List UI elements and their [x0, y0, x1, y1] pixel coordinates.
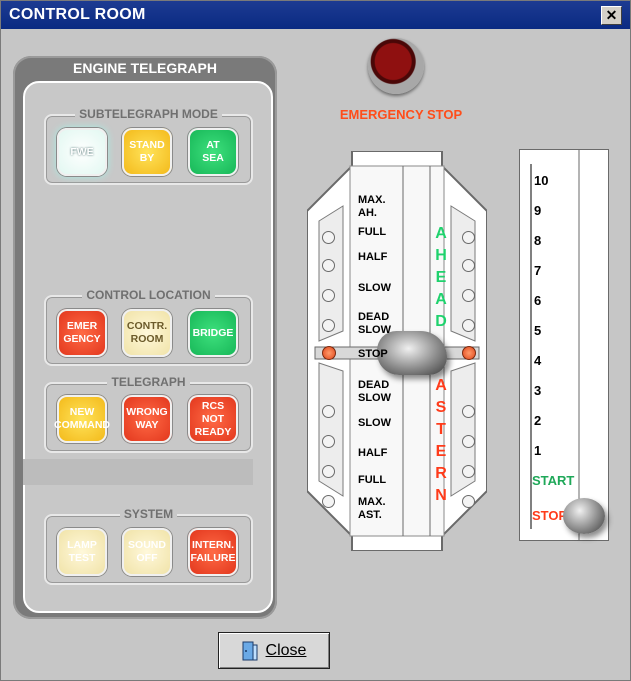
speed-tick-1: 1	[534, 443, 542, 458]
indicator-lamp-icon	[322, 465, 335, 478]
title-bar: CONTROL ROOM ✕	[1, 1, 630, 29]
telegraph-group: TELEGRAPH	[44, 375, 253, 453]
stop-lamp-icon	[462, 346, 476, 360]
speed-tick-9: 9	[534, 203, 542, 218]
tele-label-slow-ahead: SLOW	[358, 282, 391, 294]
control-location-label: CONTROL LOCATION	[82, 288, 215, 302]
tele-label-max-ahead: MAX.AH.	[358, 194, 386, 219]
bridge-button[interactable]: BRIDGE	[188, 309, 238, 357]
tele-label-stop: STOP	[358, 348, 388, 360]
close-button[interactable]: Close	[218, 632, 330, 669]
telegraph-lever[interactable]	[307, 151, 487, 551]
subtelegraph-mode-label: SUBTELEGRAPH MODE	[75, 107, 222, 121]
indicator-lamp-icon	[322, 495, 335, 508]
speed-tick-10: 10	[534, 173, 549, 188]
speed-tick-5: 5	[534, 323, 542, 338]
speed-tick-8: 8	[534, 233, 542, 248]
speed-scale	[519, 149, 609, 541]
control-location-group: CONTROL LOCATION	[44, 288, 253, 366]
speed-tick-4: 4	[534, 353, 542, 368]
window-title: CONTROL ROOM	[9, 6, 146, 23]
door-icon	[242, 641, 258, 660]
speed-tick-6: 6	[534, 293, 542, 308]
indicator-lamp-icon	[462, 319, 475, 332]
indicator-lamp-icon	[462, 465, 475, 478]
knob-icon[interactable]	[377, 331, 447, 375]
indicator-lamp-icon	[322, 435, 335, 448]
indicator-lamp-icon	[322, 289, 335, 302]
indicator-lamp-icon	[322, 259, 335, 272]
indicator-lamp-icon	[462, 231, 475, 244]
indicator-lamp-icon	[462, 405, 475, 418]
control-room-button[interactable]: CONTR.ROOM	[122, 309, 172, 357]
speed-stop-label: STOP	[532, 508, 568, 523]
indicator-lamp-icon	[462, 259, 475, 272]
tele-label-half-ahead: HALF	[358, 251, 388, 263]
stop-lamp-icon	[322, 346, 336, 360]
speed-tick-2: 2	[534, 413, 542, 428]
subtelegraph-mode-group: SUBTELEGRAPH MODE	[44, 107, 253, 185]
engine-telegraph-title: ENGINE TELEGRAPH	[73, 60, 217, 76]
indicator-lamp-icon	[462, 289, 475, 302]
indicator-lamp-icon	[322, 319, 335, 332]
emergency-stop-label: EMERGENCY STOP	[339, 107, 463, 122]
emergency-stop-button[interactable]	[368, 38, 424, 94]
system-separator	[23, 459, 253, 485]
tele-label-max-astern: MAX.AST.	[358, 496, 386, 521]
close-button-label: Close	[265, 641, 307, 659]
speed-start-label: START	[532, 473, 575, 488]
tele-label-slow-astern: SLOW	[358, 417, 391, 429]
speed-knob-icon[interactable]	[563, 498, 605, 534]
tele-label-full-ahead: FULL	[358, 226, 387, 238]
system-label: SYSTEM	[119, 507, 178, 521]
close-icon[interactable]: ✕	[601, 6, 622, 25]
system-group: SYSTEM	[44, 507, 253, 585]
indicator-lamp-icon	[462, 495, 475, 508]
telegraph-body	[307, 151, 487, 551]
indicator-lamp-icon	[322, 405, 335, 418]
indicator-lamp-icon	[462, 435, 475, 448]
indicator-lamp-icon	[322, 231, 335, 244]
internal-failure-button[interactable]: INTERN.FAILURE	[188, 528, 238, 576]
telegraph-label: TELEGRAPH	[107, 375, 190, 389]
fwe-button[interactable]: FWE	[57, 128, 107, 176]
speed-tick-7: 7	[534, 263, 542, 278]
tele-label-full-astern: FULL	[358, 474, 387, 486]
tele-label-half-astern: HALF	[358, 447, 388, 459]
speed-tick-3: 3	[534, 383, 542, 398]
